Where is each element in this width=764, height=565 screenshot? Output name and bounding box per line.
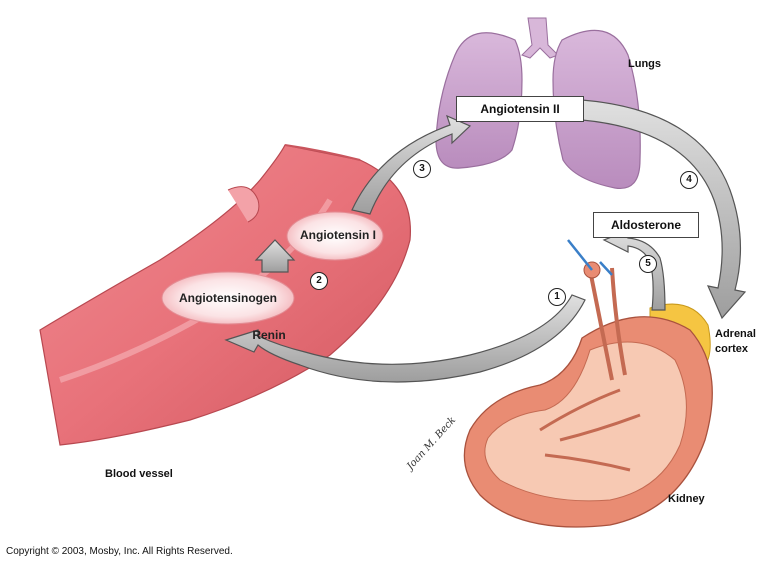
copyright-notice: Copyright © 2003, Mosby, Inc. All Rights…: [6, 546, 233, 557]
lungs-label: Lungs: [628, 58, 661, 70]
blood-vessel-label: Blood vessel: [105, 468, 173, 480]
step-marker-1: 1: [548, 288, 566, 306]
step-marker-5: 5: [639, 255, 657, 273]
arrows: [224, 99, 747, 383]
step-marker-3: 3: [413, 160, 431, 178]
angiotensinogen-blob: [161, 271, 295, 325]
step-marker-4: 4: [680, 171, 698, 189]
adrenal-cortex-label-line1: Adrenal: [715, 328, 756, 340]
renin-label: Renin: [252, 328, 286, 342]
kidney-illustration: [463, 239, 713, 528]
adrenal-cortex-label-line2: cortex: [715, 343, 749, 355]
angiotensin-i-blob: [286, 211, 384, 261]
angiotensin-ii-label: Angiotensin II: [456, 96, 584, 122]
aldosterone-label: Aldosterone: [593, 212, 699, 238]
step-marker-2: 2: [310, 272, 328, 290]
angiotensinogen-label: Angiotensinogen: [179, 291, 277, 305]
angiotensin-i-label: Angiotensin I: [300, 228, 376, 242]
kidney-label: Kidney: [668, 493, 705, 505]
